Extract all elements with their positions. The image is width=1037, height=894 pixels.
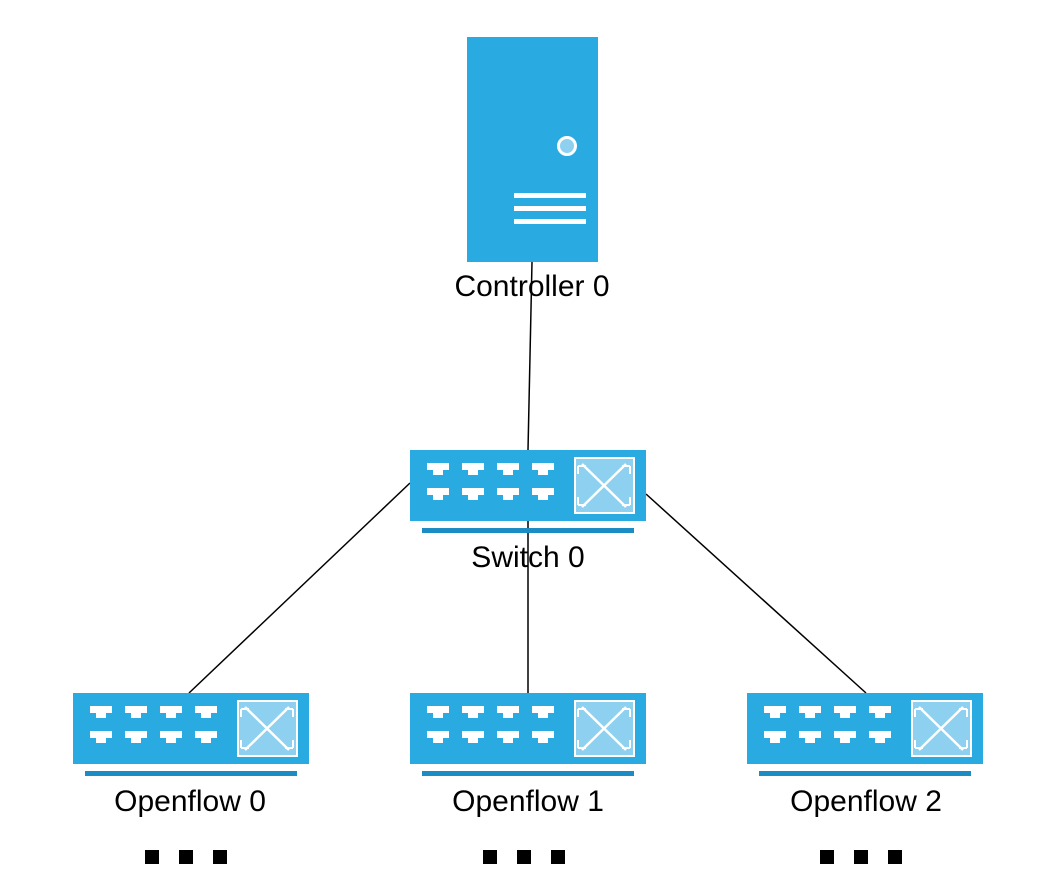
ellipsis-dot [213, 850, 227, 864]
network-switch-icon [410, 450, 646, 533]
switch-node[interactable] [410, 450, 646, 533]
ellipsis-dot [483, 850, 497, 864]
ellipsis-dot [517, 850, 531, 864]
openflow-0-node[interactable] [73, 693, 309, 776]
openflow-1-label: Openflow 1 [452, 785, 604, 818]
connections [188, 261, 867, 694]
network-switch-icon [410, 693, 646, 776]
ellipsis-dot [888, 850, 902, 864]
ellipsis-dot [145, 850, 159, 864]
link-switch-openflow-2 [645, 493, 867, 694]
controller-label: Controller 0 [454, 270, 610, 303]
ellipsis-dots-openflow-0 [145, 850, 227, 864]
switch-label: Switch 0 [471, 541, 585, 574]
ellipsis-dots-openflow-1 [483, 850, 565, 864]
controller-node[interactable] [467, 37, 598, 262]
ellipsis-dots-openflow-2 [820, 850, 902, 864]
link-switch-openflow-0 [188, 482, 411, 694]
ellipsis-dot [854, 850, 868, 864]
ellipsis-dot [820, 850, 834, 864]
openflow-0-label: Openflow 0 [114, 785, 266, 818]
link-controller-switch [527, 261, 533, 451]
ellipsis-dot [179, 850, 193, 864]
ellipsis-dot [551, 850, 565, 864]
network-switch-icon [747, 693, 983, 776]
openflow-1-node[interactable] [410, 693, 646, 776]
switch-icons-layer [73, 450, 983, 776]
openflow-2-node[interactable] [747, 693, 983, 776]
openflow-2-label: Openflow 2 [790, 785, 942, 818]
server-icon [467, 37, 598, 262]
network-switch-icon [73, 693, 309, 776]
